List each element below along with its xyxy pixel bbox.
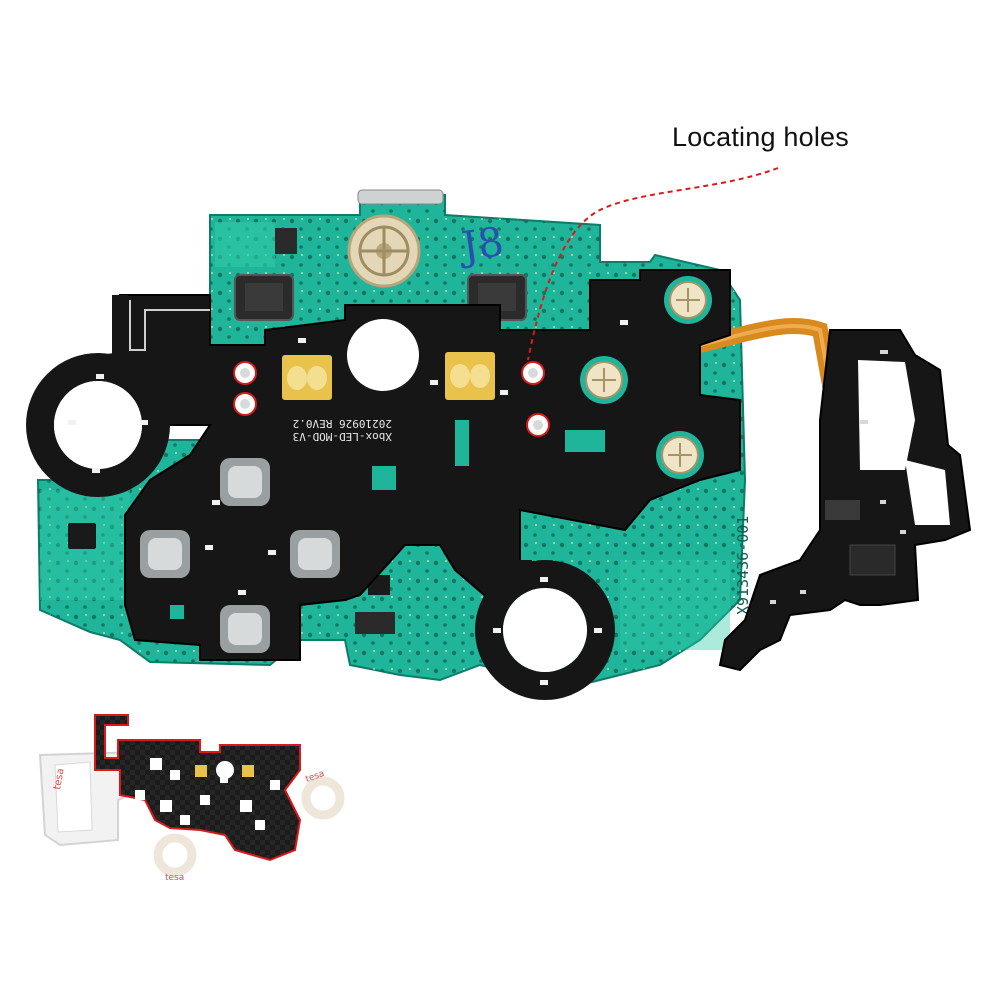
part-code: X913436-001 bbox=[734, 516, 752, 615]
locating-holes-label: Locating holes bbox=[672, 122, 849, 152]
face-button-pads bbox=[580, 276, 712, 479]
board-revision: 20210926 REV0.2 bbox=[293, 417, 392, 430]
board-tag: J8 bbox=[455, 219, 506, 271]
locating-holes bbox=[233, 361, 550, 437]
right-control-flex bbox=[718, 329, 972, 672]
kit-inset: tesa tesa tesa bbox=[38, 714, 345, 883]
left-stick-led-ring bbox=[26, 353, 170, 497]
tesa-marking-sheet: tesa bbox=[52, 768, 67, 791]
black-led-flex-board: Xbox-LED-MOD-V3 20210926 REV0.2 bbox=[26, 269, 741, 700]
board-model: Xbox-LED-MOD-V3 bbox=[293, 430, 392, 443]
annotation-leader-line bbox=[527, 167, 779, 361]
dpad-domes bbox=[140, 458, 340, 653]
tesa-marking-ring-lower: tesa bbox=[165, 873, 184, 883]
